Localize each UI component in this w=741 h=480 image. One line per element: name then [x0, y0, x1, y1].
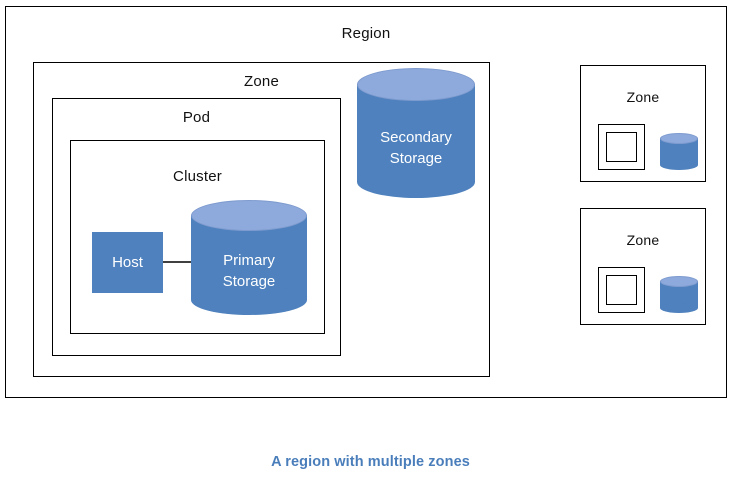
zone-label: Zone	[626, 89, 660, 105]
cylinder-top-ellipse	[660, 133, 698, 144]
cluster-label: Cluster	[173, 168, 222, 185]
zone-label: Zone	[626, 232, 660, 248]
zone-container-secondary-1[interactable]: Zone	[580, 65, 706, 182]
figure-caption: A region with multiple zones	[271, 454, 470, 470]
cylinder-top-ellipse	[660, 276, 698, 287]
region-container: Region	[5, 6, 727, 398]
cylinder-top-ellipse	[357, 68, 475, 101]
cylinder-bottom-ellipse	[660, 303, 698, 313]
host-label: Host	[112, 254, 143, 271]
zone-container-secondary-2[interactable]: Zone	[580, 208, 706, 325]
cylinder-bottom-ellipse	[660, 160, 698, 170]
secondary-storage-cylinder[interactable]: Secondary Storage	[357, 68, 475, 198]
cylinder-top-ellipse	[191, 200, 307, 231]
cluster-container: Cluster	[70, 140, 325, 334]
cylinder-storage-icon[interactable]	[660, 276, 698, 313]
nested-square-host-icon[interactable]	[598, 124, 645, 170]
pod-container: Pod	[52, 98, 341, 356]
nested-square-host-icon-inner	[606, 275, 637, 305]
region-label: Region	[341, 25, 391, 42]
primary-storage-cylinder[interactable]: Primary Storage	[191, 200, 307, 315]
host-node[interactable]: Host	[92, 232, 163, 293]
host-to-primary-storage-connector	[163, 261, 199, 263]
zone-label: Zone	[244, 73, 279, 90]
pod-label: Pod	[182, 109, 211, 126]
zone-container-primary: Zone	[33, 62, 490, 377]
cylinder-bottom-ellipse	[191, 285, 307, 315]
nested-square-host-icon-inner	[606, 132, 637, 162]
nested-square-host-icon[interactable]	[598, 267, 645, 313]
cylinder-bottom-ellipse	[357, 166, 475, 198]
cylinder-storage-icon[interactable]	[660, 133, 698, 170]
